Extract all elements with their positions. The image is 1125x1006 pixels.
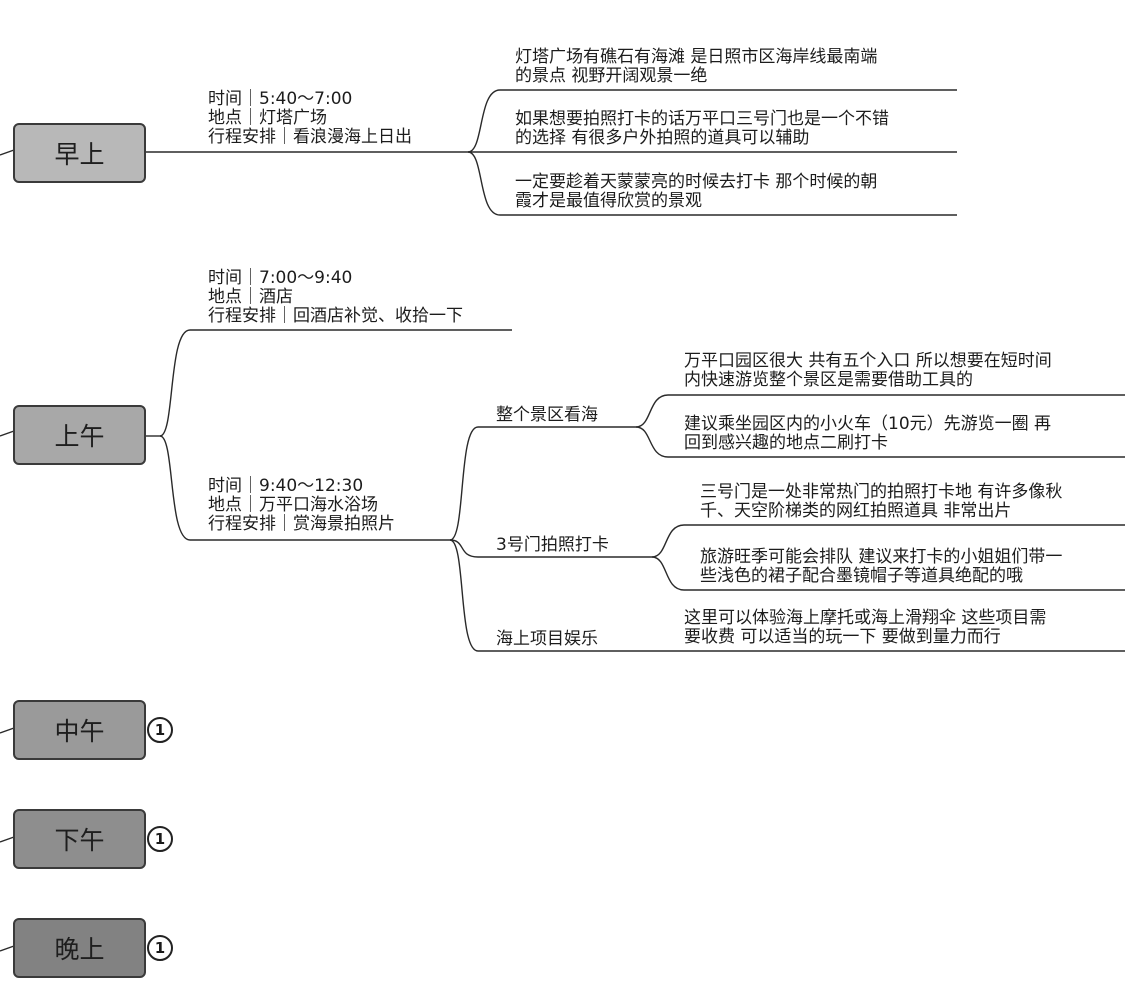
morning-plan: 行程安排｜看浪漫海上日出 bbox=[208, 127, 412, 147]
tip-line: 的选择 有很多户外拍照的道具可以辅助 bbox=[515, 128, 810, 148]
forenoon-first-plan: 行程安排｜回酒店补觉、收拾一下 bbox=[208, 306, 463, 326]
tip-line: 的景点 视野开阔观景一绝 bbox=[515, 66, 708, 86]
forenoon-second-time: 时间｜9:40～12:30 bbox=[208, 476, 364, 496]
sea-sports-tip-1: 这里可以体验海上摩托或海上滑翔伞 这些项目需 要收费 可以适当的玩一下 要做到量… bbox=[684, 609, 1046, 647]
activity-sea-sports[interactable]: 海上项目娱乐 bbox=[496, 629, 598, 649]
tip-line: 旅游旺季可能会排队 建议来打卡的小姐姐们带一 bbox=[700, 547, 1063, 567]
collapsed-count-badge-noon[interactable]: 1 bbox=[147, 717, 173, 743]
morning-tip-3: 一定要趁着天蒙蒙亮的时候去打卡 那个时候的朝 霞才是最值得欣赏的景观 bbox=[515, 173, 877, 211]
morning-tip-2: 如果想要拍照打卡的话万平口三号门也是一个不错 的选择 有很多户外拍照的道具可以辅… bbox=[515, 110, 889, 148]
forenoon-second-plan: 行程安排｜赏海景拍照片 bbox=[208, 514, 395, 534]
tip-line: 建议乘坐园区内的小火车（10元）先游览一圈 再 bbox=[684, 414, 1052, 434]
morning-location: 地点｜灯塔广场 bbox=[208, 108, 327, 128]
tip-line: 些浅色的裙子配合墨镜帽子等道具绝配的哦 bbox=[700, 566, 1023, 586]
morning-tip-1: 灯塔广场有礁石有海滩 是日照市区海岸线最南端 的景点 视野开阔观景一绝 bbox=[515, 48, 877, 86]
node-noon[interactable]: 中午 bbox=[13, 700, 146, 760]
tip-line: 这里可以体验海上摩托或海上滑翔伞 这些项目需 bbox=[684, 608, 1047, 628]
view-sea-tip-1: 万平口园区很大 共有五个入口 所以想要在短时间 内快速游览整个景区是需要借助工具… bbox=[684, 352, 1052, 390]
forenoon-first-location: 地点｜酒店 bbox=[208, 287, 293, 307]
view-sea-tip-2: 建议乘坐园区内的小火车（10元）先游览一圈 再 回到感兴趣的地点二刷打卡 bbox=[684, 415, 1051, 453]
tip-line: 万平口园区很大 共有五个入口 所以想要在短时间 bbox=[684, 351, 1052, 371]
node-evening[interactable]: 晚上 bbox=[13, 918, 146, 978]
tip-line: 回到感兴趣的地点二刷打卡 bbox=[684, 433, 888, 453]
forenoon-first-info: 时间｜7:00～9:40 地点｜酒店 行程安排｜回酒店补觉、收拾一下 bbox=[208, 269, 463, 326]
tip-line: 霞才是最值得欣赏的景观 bbox=[515, 191, 702, 211]
gate3-tip-2: 旅游旺季可能会排队 建议来打卡的小姐姐们带一 些浅色的裙子配合墨镜帽子等道具绝配… bbox=[700, 548, 1062, 586]
node-morning[interactable]: 早上 bbox=[13, 123, 146, 183]
morning-time: 时间｜5:40～7:00 bbox=[208, 89, 353, 109]
forenoon-second-info: 时间｜9:40～12:30 地点｜万平口海水浴场 行程安排｜赏海景拍照片 bbox=[208, 477, 395, 534]
activity-view-sea[interactable]: 整个景区看海 bbox=[496, 405, 598, 425]
forenoon-second-location: 地点｜万平口海水浴场 bbox=[208, 495, 378, 515]
tip-line: 三号门是一处非常热门的拍照打卡地 有许多像秋 bbox=[700, 482, 1063, 502]
collapsed-count-badge-evening[interactable]: 1 bbox=[147, 935, 173, 961]
morning-info: 时间｜5:40～7:00 地点｜灯塔广场 行程安排｜看浪漫海上日出 bbox=[208, 90, 412, 147]
node-forenoon[interactable]: 上午 bbox=[13, 405, 146, 465]
activity-gate3-photo[interactable]: 3号门拍照打卡 bbox=[496, 535, 609, 555]
tip-line: 内快速游览整个景区是需要借助工具的 bbox=[684, 370, 973, 390]
tip-line: 千、天空阶梯类的网红拍照道具 非常出片 bbox=[700, 501, 1012, 521]
gate3-tip-1: 三号门是一处非常热门的拍照打卡地 有许多像秋 千、天空阶梯类的网红拍照道具 非常… bbox=[700, 483, 1062, 521]
tip-line: 一定要趁着天蒙蒙亮的时候去打卡 那个时候的朝 bbox=[515, 172, 878, 192]
tip-line: 灯塔广场有礁石有海滩 是日照市区海岸线最南端 bbox=[515, 47, 878, 67]
tip-line: 如果想要拍照打卡的话万平口三号门也是一个不错 bbox=[515, 109, 889, 129]
node-afternoon[interactable]: 下午 bbox=[13, 809, 146, 869]
forenoon-first-time: 时间｜7:00～9:40 bbox=[208, 268, 353, 288]
tip-line: 要收费 可以适当的玩一下 要做到量力而行 bbox=[684, 627, 1001, 647]
collapsed-count-badge-afternoon[interactable]: 1 bbox=[147, 826, 173, 852]
